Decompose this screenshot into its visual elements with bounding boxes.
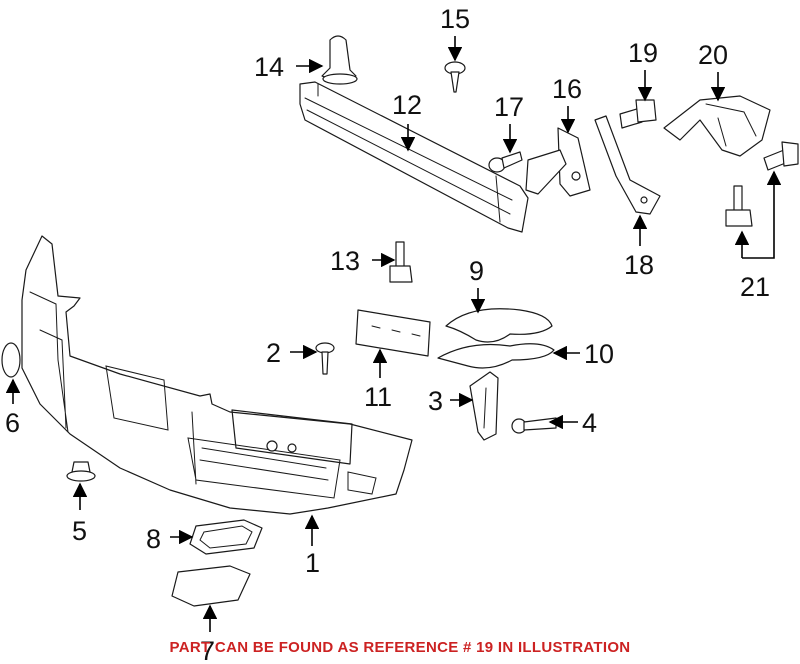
energy-absorber-lower-icon[interactable] bbox=[437, 343, 555, 369]
callout-6: 6 bbox=[5, 408, 20, 438]
retainer-clip-icon[interactable] bbox=[66, 461, 96, 482]
callout-2: 2 bbox=[266, 338, 281, 368]
callout-7: 7 bbox=[200, 636, 215, 664]
callout-12: 12 bbox=[392, 90, 422, 120]
washer-nozzle-cover-icon[interactable] bbox=[171, 565, 251, 607]
energy-absorber-upper-icon[interactable] bbox=[445, 308, 553, 343]
callout-21: 21 bbox=[740, 272, 770, 302]
push-pin-clip-icon[interactable] bbox=[315, 342, 335, 375]
bolt-icon[interactable] bbox=[488, 151, 523, 173]
bolt-set-icon[interactable] bbox=[725, 141, 799, 227]
screw-icon[interactable] bbox=[511, 417, 557, 434]
side-support-bracket-icon[interactable] bbox=[594, 115, 661, 215]
callout-20: 20 bbox=[698, 40, 728, 70]
callout-8: 8 bbox=[146, 524, 161, 554]
flange-bolt-icon[interactable] bbox=[619, 99, 657, 129]
front-bumper-cover-icon[interactable] bbox=[21, 235, 413, 515]
callout-15: 15 bbox=[440, 4, 470, 34]
callout-17: 17 bbox=[494, 92, 524, 122]
callout-10: 10 bbox=[584, 339, 614, 369]
callout-9: 9 bbox=[469, 256, 484, 286]
reference-note: PART CAN BE FOUND AS REFERENCE # 19 IN I… bbox=[170, 639, 631, 656]
callout-labels: 1 2 3 4 5 6 7 8 9 10 11 12 13 14 15 16 1… bbox=[5, 4, 770, 664]
callout-5: 5 bbox=[72, 516, 87, 546]
callout-4: 4 bbox=[582, 408, 597, 438]
callout-13: 13 bbox=[330, 246, 360, 276]
callout-1: 1 bbox=[305, 548, 320, 578]
mounting-stud-icon[interactable] bbox=[389, 241, 413, 283]
callout-19: 19 bbox=[628, 38, 658, 68]
side-mount-bracket-icon[interactable] bbox=[663, 95, 771, 157]
emblem-ring-icon[interactable] bbox=[1, 342, 21, 378]
washer-nozzle-cap-icon[interactable] bbox=[189, 519, 263, 555]
callout-11: 11 bbox=[364, 382, 392, 412]
bumper-stop-icon[interactable] bbox=[321, 35, 358, 85]
license-bracket-icon[interactable] bbox=[355, 309, 431, 357]
side-guide-bracket-icon[interactable] bbox=[469, 371, 499, 441]
bumper-mount-bracket-icon[interactable] bbox=[525, 127, 591, 197]
callout-3: 3 bbox=[428, 386, 443, 416]
callout-14: 14 bbox=[254, 52, 284, 82]
leader-lines bbox=[5, 36, 782, 632]
callout-16: 16 bbox=[552, 74, 582, 104]
push-rivet-icon[interactable] bbox=[444, 61, 466, 93]
callout-18: 18 bbox=[624, 250, 654, 280]
